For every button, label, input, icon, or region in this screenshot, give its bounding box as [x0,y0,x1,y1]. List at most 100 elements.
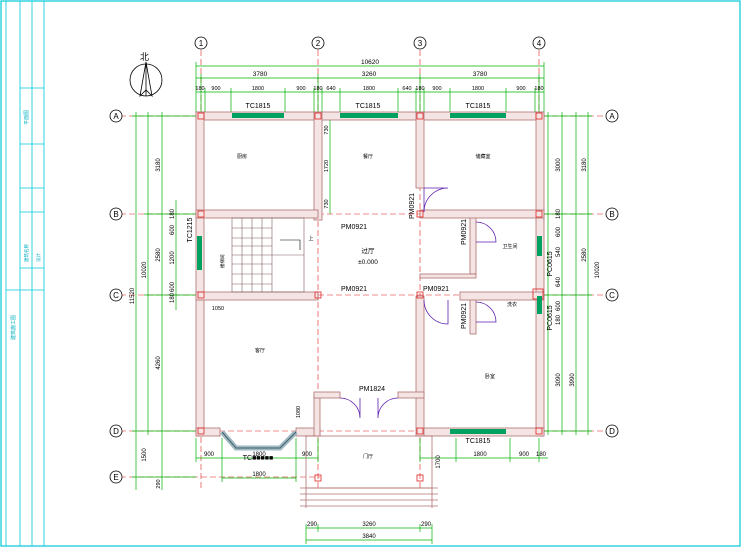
dim-right-span-3: 3990 [570,373,576,387]
axis-row-d-left: D [113,427,119,436]
label-tc-bay: TC■■■■■ [243,455,273,462]
dim-bottom-7: 1800 [252,472,266,478]
window-tc1815-4 [450,429,506,434]
dim-top-detail-8: 640 [402,86,411,92]
dim-bottom-total1: 3260 [362,522,376,528]
label-pm0921-6: PM0921 [461,303,468,329]
dim-top-span-1: 3780 [253,71,268,78]
room-bedroom: 卧室 [485,373,495,380]
dim-inner-2: 1720 [324,160,330,172]
label-pc0615-1: PC0615 [547,251,554,276]
label-tc1215: TC1215 [187,217,194,242]
title-block [5,1,45,546]
room-entry: 门厅 [363,453,373,460]
window-tc1815-1 [232,113,284,118]
room-hall: 过厅 [362,246,376,255]
dim-top-detail-10: 900 [432,86,441,92]
room-stair: 楼梯间 [219,254,226,268]
axis-row-e-left: E [113,473,118,482]
dimension-lines [132,62,592,544]
room-bath: 洗衣 [507,301,517,308]
room-up: 上 [308,235,313,242]
title-block-text-3: 建筑名称 [23,244,30,262]
dim-right-span-1: 3180 [582,158,588,172]
label-pm0921-3: PM0921 [423,286,449,293]
dim-left-span-4: 1500 [142,448,148,462]
dim-bottom-2: 1800 [252,452,266,458]
dim-top-detail-3: 1800 [252,86,264,92]
axis-col-3: 3 [418,39,423,48]
dim-top-detail-4: 900 [296,86,305,92]
dim-inner-5: 1080 [296,406,302,418]
axis-row-b-left: B [113,210,118,219]
room-study: 储藏室 [475,153,490,160]
title-block-text-4: 设计 [35,253,42,262]
dim-top-detail-13: 180 [534,86,543,92]
dim-top-detail-2: 900 [211,86,220,92]
label-pm0921-4: PM0921 [409,193,416,219]
label-tc1815-c: TC1815 [466,103,491,110]
dim-inner-3: 730 [324,199,330,208]
axis-row-c-right: C [609,291,615,300]
axis-col-2: 2 [316,39,321,48]
dim-right-inner-8: 180 [556,314,562,325]
dim-top-detail-12: 900 [516,86,525,92]
dim-left-span-2: 2580 [156,248,162,262]
window-pc0615-1 [537,236,542,256]
dim-top-detail-11: 1800 [472,86,484,92]
room-elevation: ±0.000 [358,259,378,266]
axis-row-b-right: B [609,210,614,219]
window-tc1815-2 [340,113,398,118]
label-pm1824: PM1824 [359,386,385,393]
title-block-text-1: 平面图 [24,110,30,125]
room-dining: 厨房 [237,153,247,160]
window-tc1815-3 [450,113,506,118]
dim-right-inner-3: 540 [556,246,562,257]
dim-bottom-3: 900 [302,452,313,458]
dim-left-detail-1: 600 [170,224,176,235]
dim-top-detail-9: 180 [415,86,424,92]
north-label: 北 [140,52,149,62]
dim-left-detail-2: 180 [170,208,176,219]
room-living: 餐厅 [363,153,373,160]
porch [300,435,438,508]
dim-left-inner: 10020 [142,261,148,278]
axis-bubbles [109,36,619,484]
dim-left-outer: 11520 [130,287,136,304]
label-pm0921-2: PM0921 [341,286,367,293]
dim-top-span-3: 3780 [473,71,488,78]
dim-inner-4: 1050 [212,306,224,312]
dim-left-span-3: 4260 [156,356,162,370]
dim-bottom-1: 900 [204,452,215,458]
doors [339,187,497,419]
room-parlor: 客厅 [255,347,265,354]
dim-inner-1: 730 [324,125,330,134]
axis-col-4: 4 [537,39,542,48]
window-tc1215 [197,236,202,270]
axis-row-c-left: C [113,291,119,300]
dim-left-span-1: 3180 [156,158,162,172]
axis-row-a-left: A [113,112,119,121]
dim-top-span-2: 3260 [362,71,377,78]
dim-top-detail-1: 180 [195,86,204,92]
dim-left-detail-4: 600 [170,281,176,292]
dim-top-total: 10620 [361,59,379,66]
dim-bottom-small-1: 290 [307,522,318,528]
label-tc1815-b: TC1815 [356,103,381,110]
staircase [231,217,305,293]
dim-bottom-small-2: 290 [421,522,432,528]
dim-right-inner-5: 600 [556,300,562,311]
dim-right-inner-2: 600 [556,226,562,237]
dim-right-inner-6: 3090 [556,373,562,387]
label-tc1815-a: TC1815 [246,103,271,110]
dim-top-detail-6: 640 [326,86,335,92]
dim-bottom-8: 1700 [436,455,442,469]
dim-left-detail-5: 180 [170,292,176,303]
dim-inner-6: 290 [156,479,162,488]
windows [197,113,542,434]
dim-right-outer: 10020 [595,261,601,278]
dim-top-detail-5: 180 [313,86,322,92]
dim-right-inner-1: 3000 [556,158,562,172]
